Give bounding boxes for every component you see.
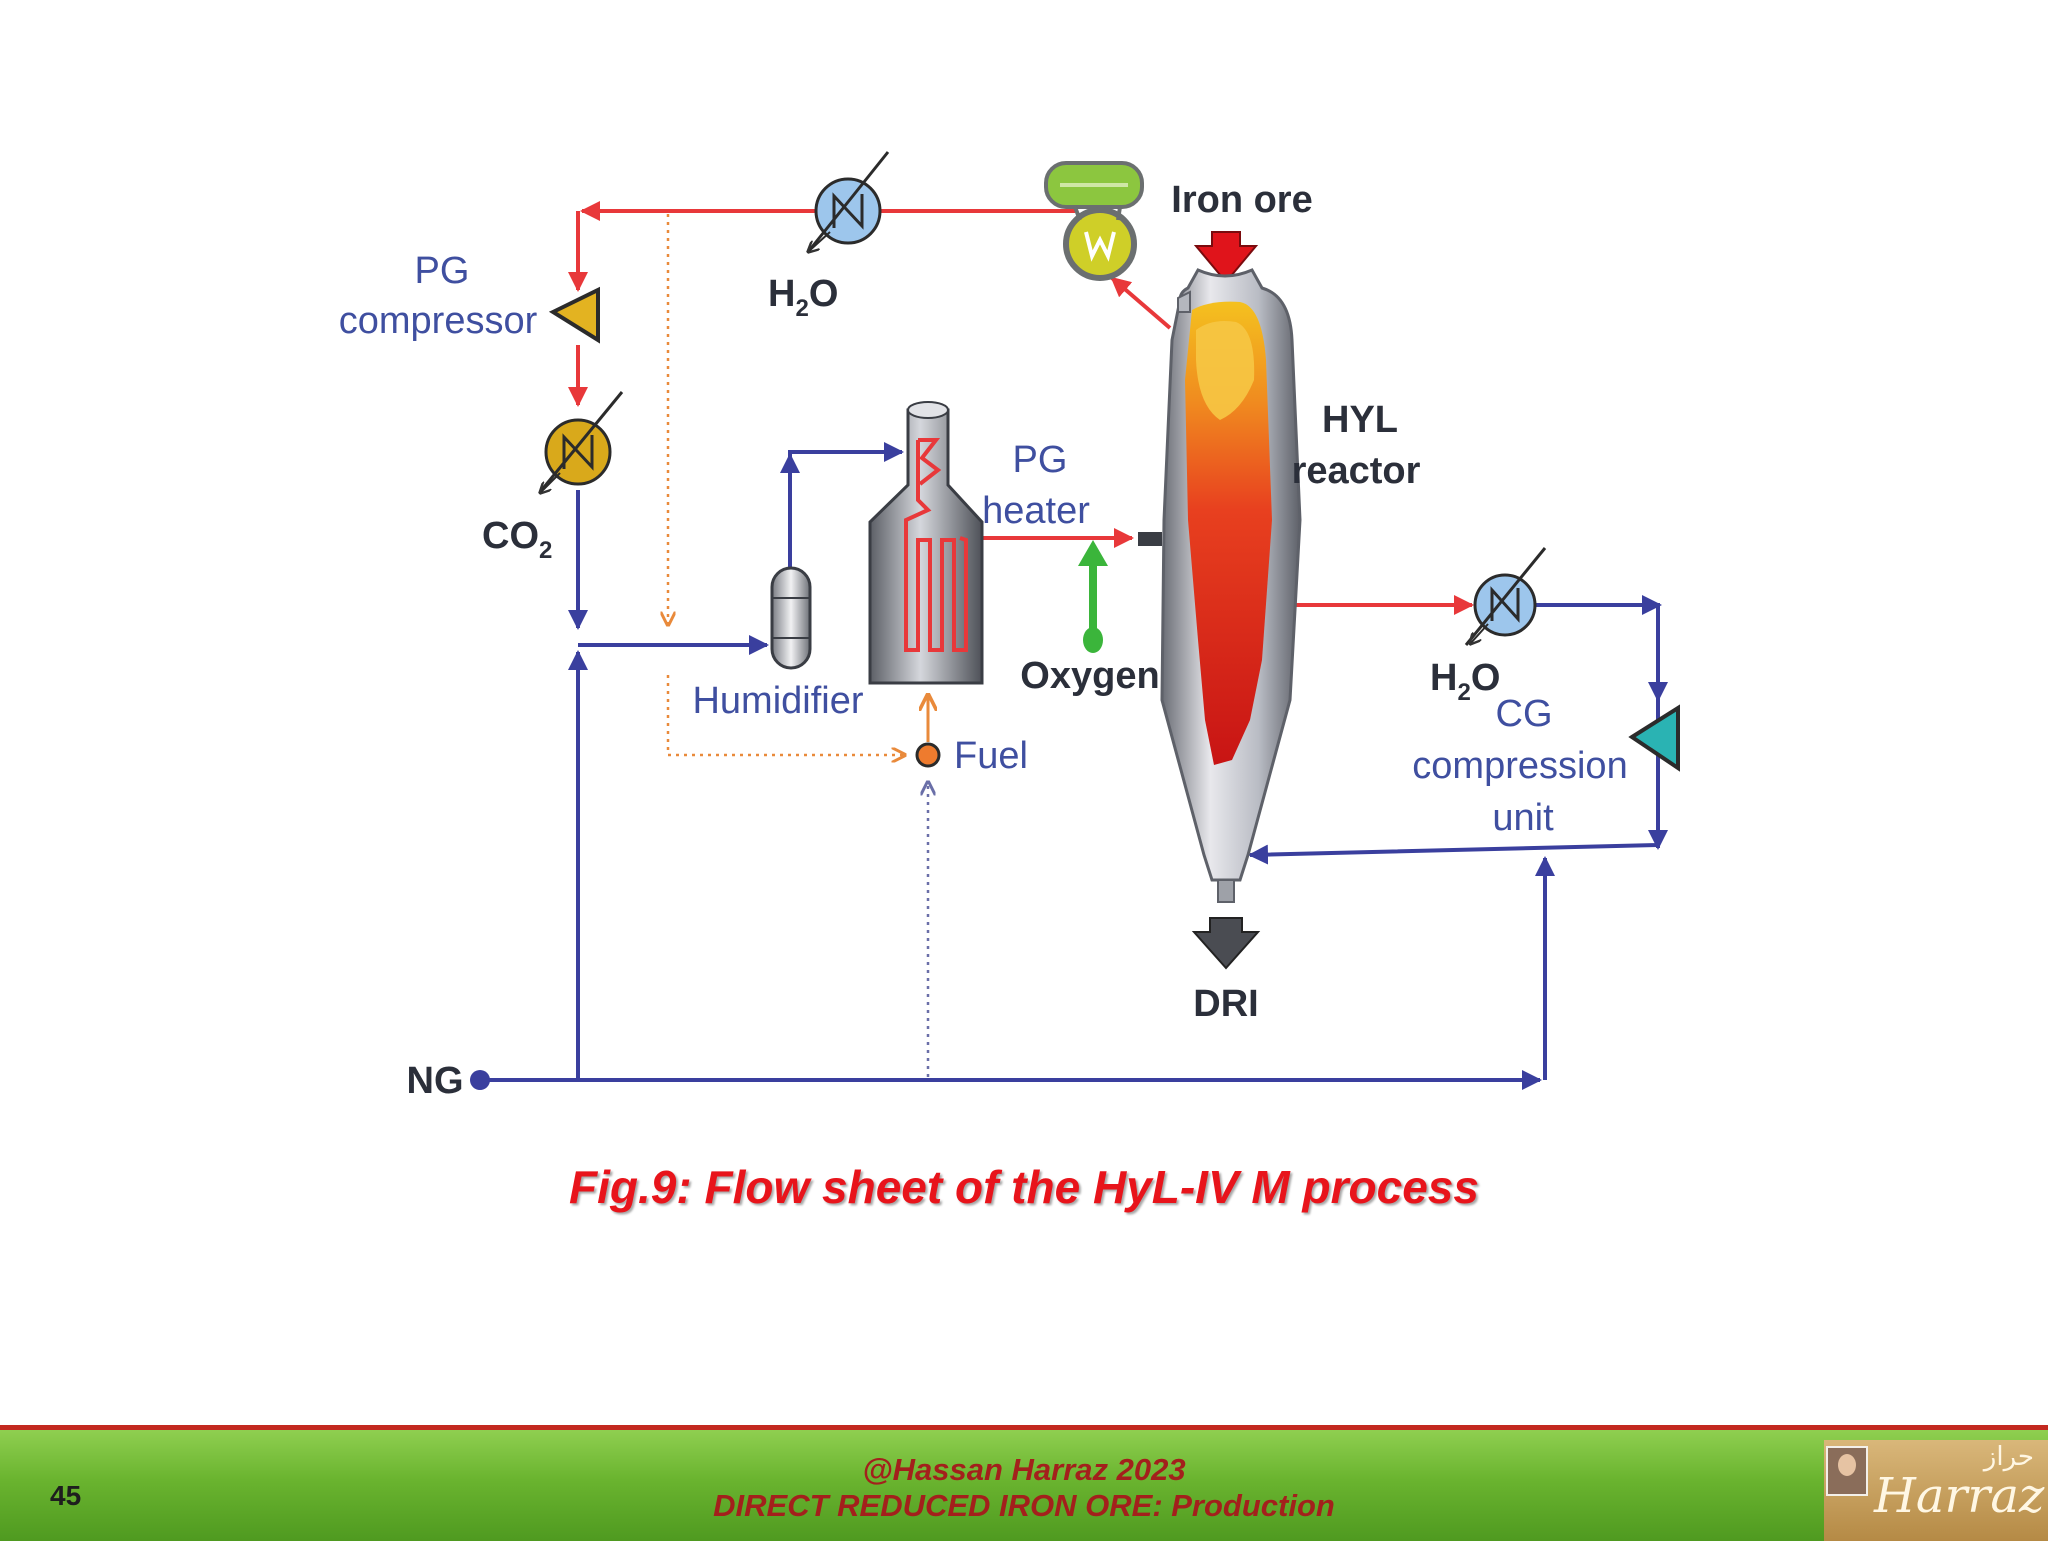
label-cg-2: compression <box>1412 745 1627 787</box>
humidifier-to-heater-line <box>788 442 904 568</box>
dri-arrow-icon <box>1191 917 1261 970</box>
hyl-reactor-icon <box>1138 268 1302 903</box>
pg-heater-icon <box>868 401 984 685</box>
top-gas-outlet-line <box>1110 276 1172 330</box>
label-h2o-right: H2O <box>1430 657 1500 706</box>
label-co2: CO2 <box>482 515 552 564</box>
cooling-gas-cooler-icon <box>1464 547 1547 645</box>
cg-compressor-icon <box>1628 704 1680 772</box>
harraz-logo: حراز Harraz <box>1824 1440 2048 1541</box>
scrubber-icon <box>1044 161 1144 281</box>
label-cg-1: CG <box>1496 693 1553 735</box>
label-pg-compressor-1: PG <box>415 250 470 292</box>
iron-ore-arrow-icon <box>1193 231 1259 284</box>
page-number: 45 <box>50 1480 82 1511</box>
author-photo <box>1826 1446 1868 1496</box>
label-pg-heater-1: PG <box>1013 439 1068 481</box>
logo-arabic-text: حراز <box>1983 1442 2034 1472</box>
label-hyl-reactor-1: HYL <box>1322 399 1398 441</box>
co2-removal-icon <box>540 391 624 493</box>
label-iron-ore: Iron ore <box>1171 179 1312 221</box>
ng-inlet-node <box>470 1070 490 1090</box>
pg-compressor-icon <box>548 286 600 344</box>
footer-author: @Hassan Harraz 2023 <box>862 1452 1186 1487</box>
top-gas-cooler-icon <box>808 151 890 252</box>
label-humidifier: Humidifier <box>692 680 863 722</box>
label-cg-3: unit <box>1492 797 1554 839</box>
label-oxygen: Oxygen <box>1020 655 1159 697</box>
figure-caption: Fig.9: Flow sheet of the HyL-IV M proces… <box>569 1161 1479 1213</box>
label-fuel: Fuel <box>954 735 1028 777</box>
fuel-gas-dotted-line <box>666 675 905 755</box>
fuel-node-icon <box>915 742 941 768</box>
label-pg-compressor-2: compressor <box>339 300 538 342</box>
label-ng: NG <box>407 1060 464 1102</box>
humidifier-icon <box>770 566 812 670</box>
slide-footer: 45 @Hassan Harraz 2023 DIRECT REDUCED IR… <box>0 1425 2048 1541</box>
cooling-gas-loop-line <box>1248 603 1660 865</box>
label-h2o-top: H2O <box>768 273 838 322</box>
label-hyl-reactor-2: reactor <box>1292 450 1421 492</box>
footer-title: DIRECT REDUCED IRON ORE: Production <box>713 1488 1335 1523</box>
logo-text: Harraz <box>1874 1468 2045 1524</box>
label-pg-heater-2: heater <box>982 490 1090 532</box>
oxygen-injection-icon <box>1078 540 1108 653</box>
label-dri: DRI <box>1193 983 1258 1025</box>
